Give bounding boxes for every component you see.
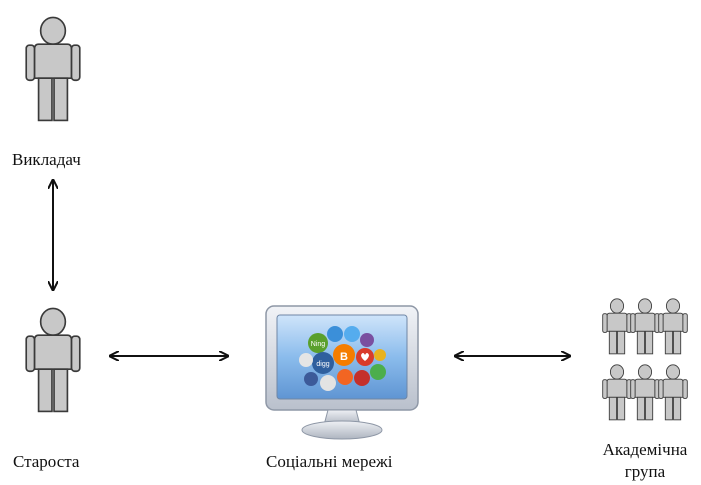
heart-logo xyxy=(361,353,369,361)
social-networks-label: Соціальні мережі xyxy=(266,452,393,471)
ning-logo: Ning xyxy=(311,341,326,348)
teacher-label: Викладач xyxy=(12,150,81,169)
group-member-icon xyxy=(602,364,632,421)
teacher-node xyxy=(25,16,81,122)
social-networks-monitor-icon: Ning digg B xyxy=(265,305,419,440)
social-logo-cluster: Ning digg B xyxy=(299,326,386,391)
group-member-icon xyxy=(630,298,660,355)
academic-group-label-line2: група xyxy=(624,462,666,481)
group-member-icon xyxy=(630,364,660,421)
digg-logo: digg xyxy=(316,361,329,368)
academic-group-node xyxy=(602,298,688,421)
group-member-icon xyxy=(658,364,688,421)
group-member-icon xyxy=(602,298,632,355)
group-leader-person-icon xyxy=(25,307,81,413)
blogger-logo: B xyxy=(340,351,348,363)
group-member-icon xyxy=(658,298,688,355)
academic-group-label-line1: Академічна xyxy=(602,440,688,459)
teacher-person-icon xyxy=(25,16,81,122)
group-leader-node xyxy=(25,307,81,413)
group-leader-label: Староста xyxy=(13,452,80,471)
